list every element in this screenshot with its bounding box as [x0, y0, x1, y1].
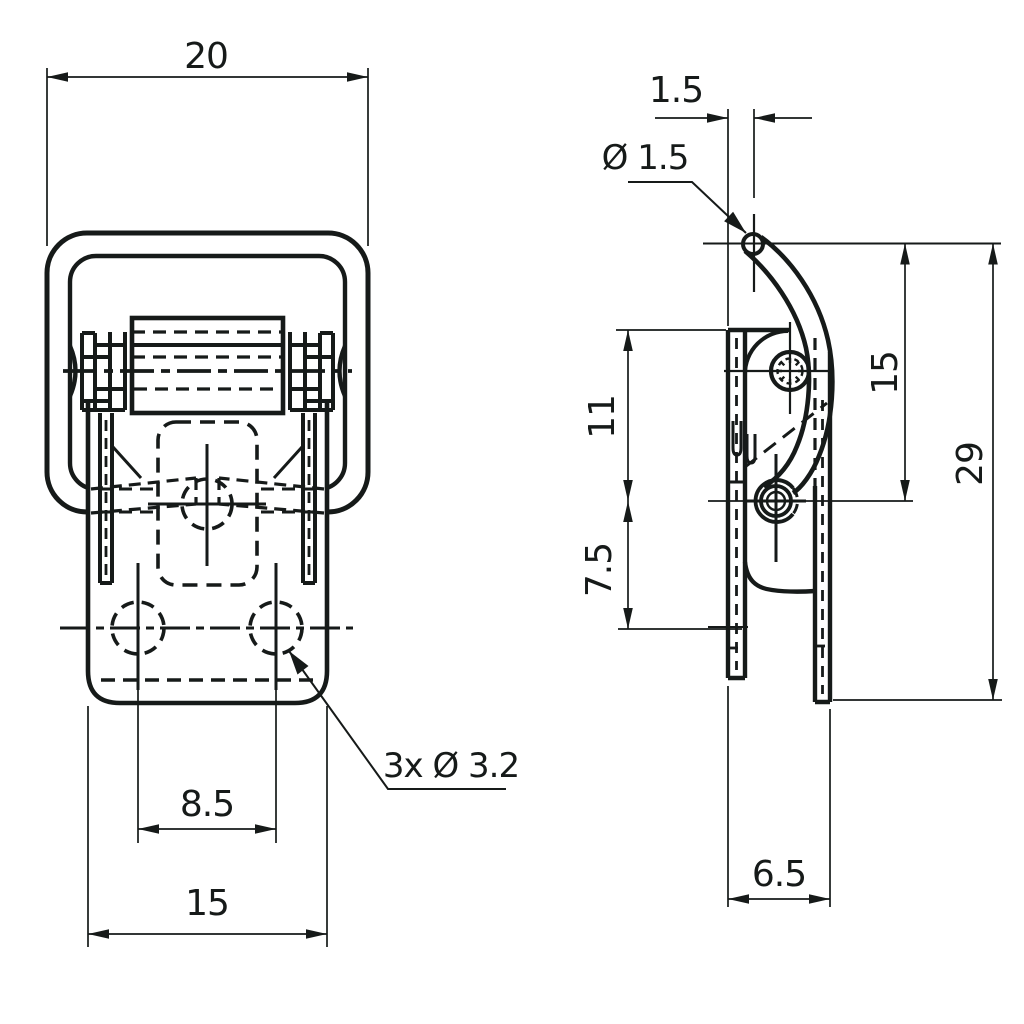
dim-label-hole-spacing: 8.5: [179, 784, 235, 825]
dim-overall-height: [833, 243, 1002, 701]
dim-label-overall-height: 29: [950, 442, 991, 486]
side-view: [616, 109, 1002, 907]
base-plate: [708, 327, 789, 681]
dim-mounting-width: [87, 706, 328, 947]
hidden-bail-lines: [98, 487, 314, 514]
dim-depth: [727, 686, 831, 907]
hole-callout-leader: [288, 650, 506, 790]
dim-label-bracket-lower: 7.5: [579, 542, 620, 598]
front-view: [44, 68, 506, 947]
body-side-tabs: [98, 413, 317, 585]
dim-label-bracket-upper: 11: [582, 395, 623, 439]
dim-label-depth: 6.5: [751, 854, 807, 895]
latch-body-outline: [85, 402, 330, 706]
hole-callout-label: 3x Ø 3.2: [382, 746, 520, 786]
dim-label-mounting-width: 15: [185, 883, 230, 924]
hinge-assembly: [63, 315, 352, 416]
dim-hole-spacing: [137, 690, 277, 843]
dim-hook-height: [900, 243, 910, 501]
dim-label-hole-offset: 1.5: [648, 70, 704, 111]
top-hole-callout-leader: [628, 181, 747, 234]
arm-hidden-edge: [744, 401, 828, 469]
top-hole-callout-label: Ø 1.5: [601, 138, 690, 178]
trigger-bottom-curve: [742, 561, 816, 594]
dim-overall-width: [46, 68, 369, 246]
dim-label-hook-height: 15: [865, 351, 906, 395]
center-hole: [148, 444, 266, 566]
lower-pivot: [746, 454, 806, 562]
trigger-plate: [812, 338, 833, 705]
hinge-pin: [724, 322, 834, 414]
dim-label-overall-width: 20: [184, 36, 229, 77]
dim-bracket-heights: [616, 329, 742, 630]
